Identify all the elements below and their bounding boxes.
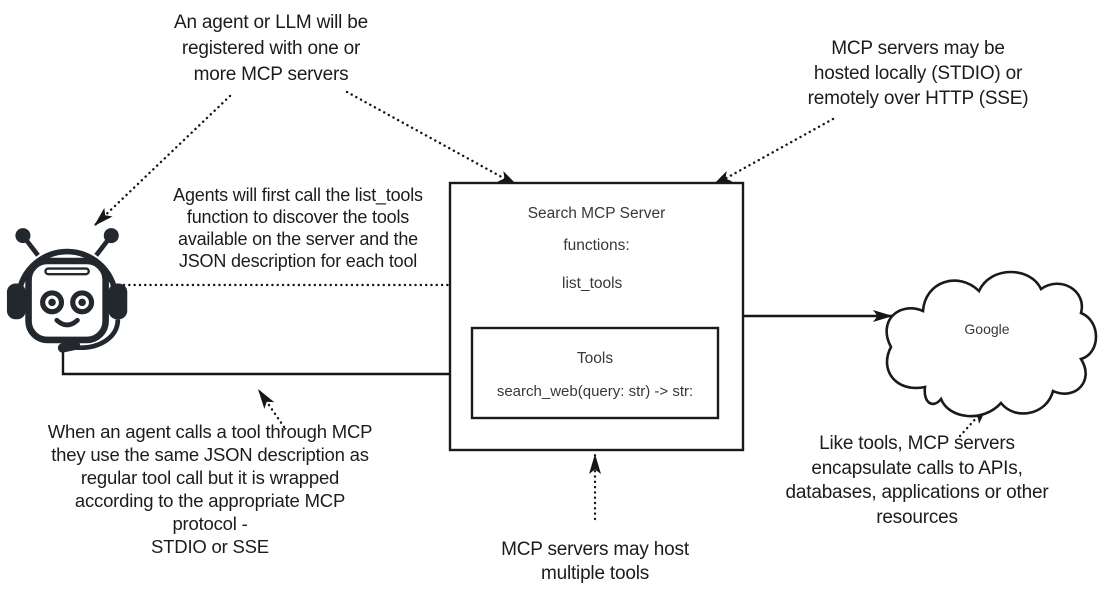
tools-box-title: Tools [576,350,614,367]
server-title: Search MCP Server [527,205,666,222]
cloud-shape [885,270,1098,418]
cloud-label: Google [964,321,1010,337]
note-agent-registration: An agent or LLM will be registered with … [174,12,368,85]
tool-signature: search_web(query: str) -> str: [496,383,694,400]
note-multiple-tools: MCP servers may host multiple tools [501,539,689,584]
server-functions-label: functions: [563,237,630,254]
arrow-note-to-agent [92,94,232,228]
note-hosting: MCP servers may be hosted locally (STDIO… [807,38,1029,109]
note-encapsulation: Like tools, MCP servers encapsulate call… [785,433,1049,528]
robot-headset-icon [6,228,128,353]
tools-box [470,326,720,420]
arrow-note-to-cloud [958,403,990,438]
arrow-note-to-tool-call [256,387,286,429]
note-tool-call-wrapping: When an agent calls a tool through MCP t… [47,421,373,557]
note-list-tools-discovery: Agents will first call the list_tools fu… [173,185,423,271]
arrow-agent-to-tools [61,342,471,380]
server-function-list-tools: list_tools [562,275,623,292]
arrow-note-to-server-right [710,117,835,188]
arrow-note-to-server-left [345,90,520,188]
